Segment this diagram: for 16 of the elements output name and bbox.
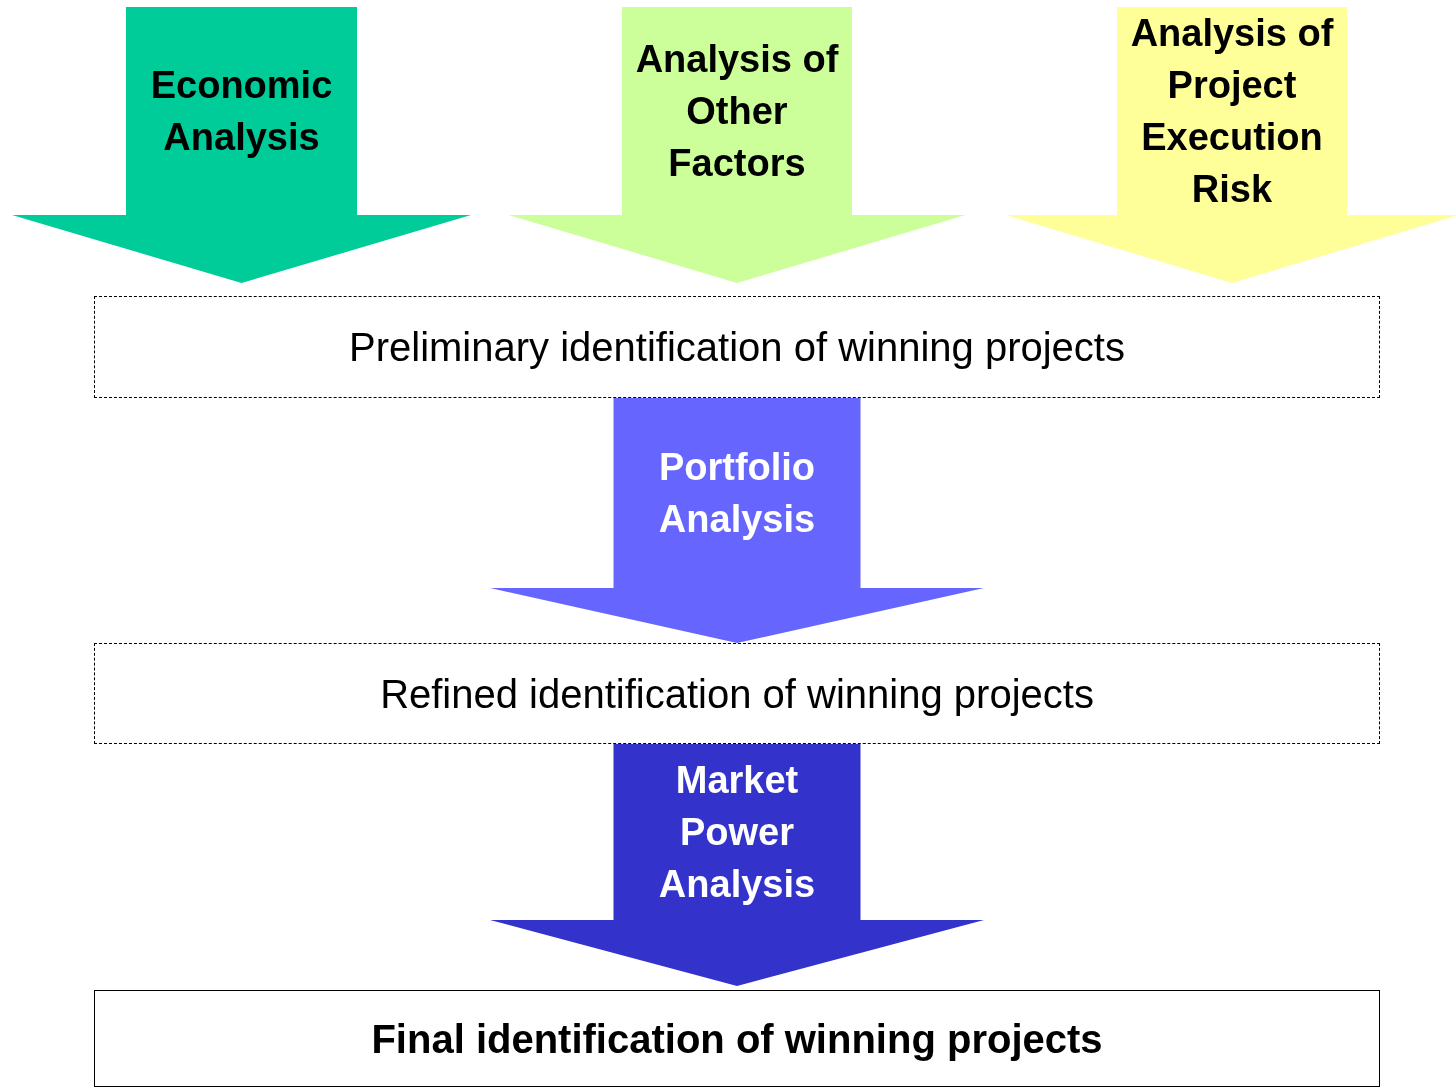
- process-box: [94, 990, 1380, 1087]
- arrow-label: Economic Analysis: [149, 63, 334, 160]
- process-box: [94, 643, 1380, 744]
- arrow-label: Portfolio Analysis: [657, 445, 817, 542]
- block-arrow: [490, 398, 984, 643]
- box-label: Refined identification of winning projects: [380, 670, 1094, 718]
- arrow-label: Analysis of Other Factors: [634, 37, 840, 186]
- process-box: [94, 296, 1380, 398]
- block-arrow: [508, 7, 966, 283]
- arrow-label: Market Power Analysis: [657, 758, 817, 907]
- box-label: Preliminary identification of winning projects: [349, 324, 1125, 371]
- block-arrow: [1005, 7, 1456, 283]
- box-label: Final identification of winning projects: [371, 1015, 1103, 1063]
- block-arrow: [12, 7, 471, 283]
- arrow-label: Analysis of Project Execution Risk: [1129, 11, 1335, 212]
- block-arrow: [490, 744, 984, 986]
